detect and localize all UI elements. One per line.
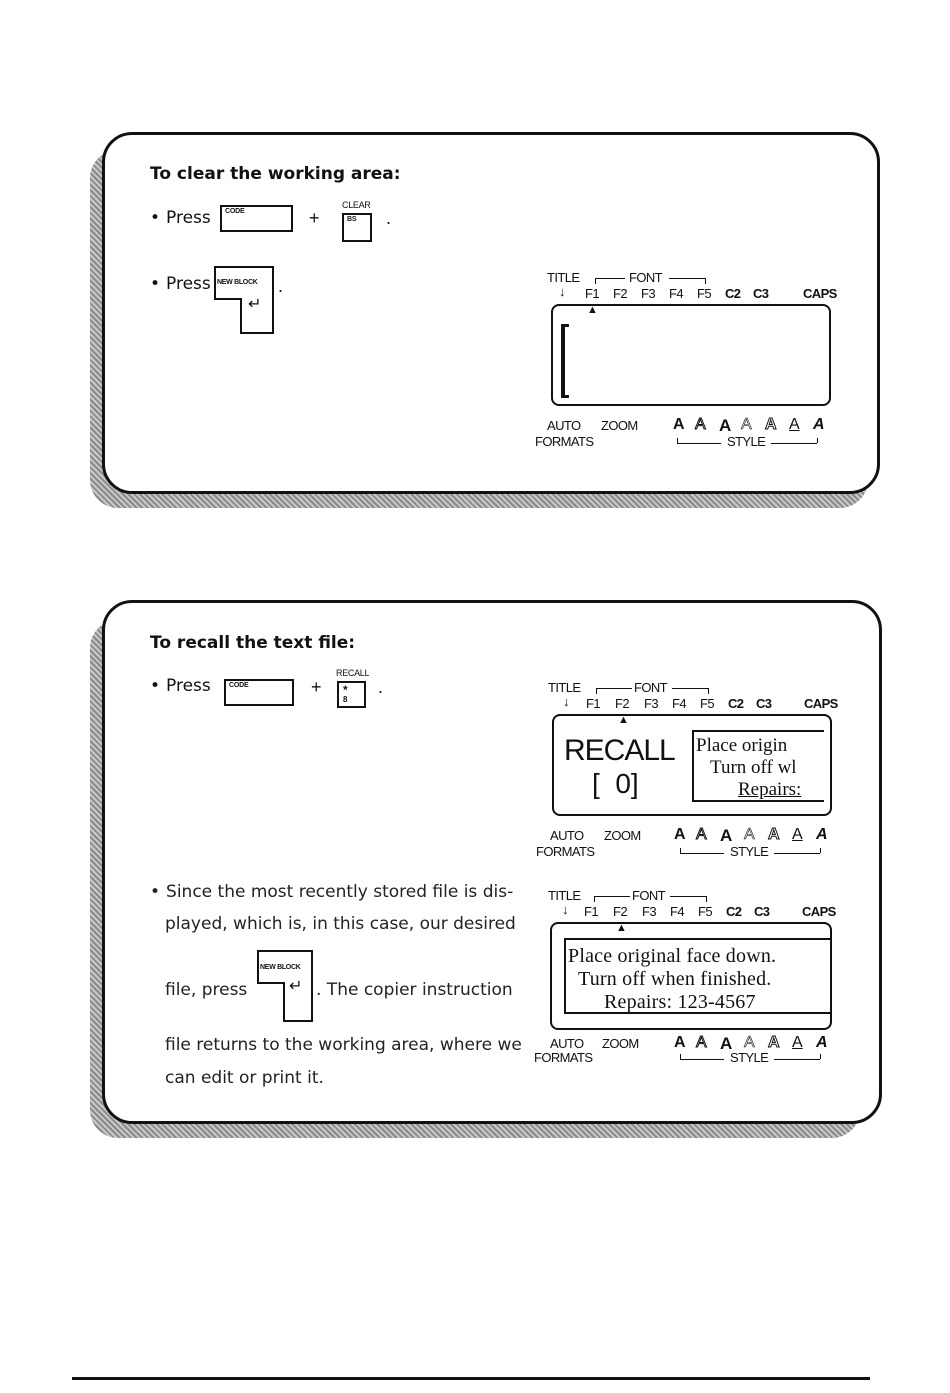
lcd-title-arrow-icon: ↓ <box>559 284 565 299</box>
period: . <box>278 276 284 296</box>
clear-label: CLEAR <box>342 200 371 210</box>
recall-preview-box: Place origin Turn off wl Repairs: <box>692 730 824 802</box>
paragraph-line: played, which is, in this case, our desi… <box>165 914 516 934</box>
new-block-enter-key[interactable]: NEW BLOCK ↵ <box>214 266 274 334</box>
plus-sign: + <box>309 208 320 228</box>
style-outline-icon: A <box>695 416 707 434</box>
recall-word: RECALL <box>564 734 676 767</box>
star-8-key[interactable]: * 8 <box>337 681 366 708</box>
style-normal-icon: A <box>674 1034 686 1051</box>
cursor-bracket <box>561 324 569 398</box>
style-shadow-icon: A <box>741 416 752 434</box>
style-bold-icon: A <box>719 416 732 435</box>
paragraph-line: . The copier instruction <box>316 980 513 1000</box>
period: . <box>378 677 384 697</box>
style-outline-icon: A <box>696 826 708 844</box>
plus-sign: + <box>311 677 322 697</box>
style-shadow-icon: A <box>744 826 755 844</box>
enter-arrow-icon: ↵ <box>289 978 303 995</box>
code-key[interactable]: CODE <box>220 205 293 232</box>
style-underline-icon: A <box>792 1034 803 1051</box>
lcd-display-full-text: TITLE ↓ FONT F1 F2 F3 F4 F5 C2 C3 CAPS ▲… <box>534 888 836 1065</box>
triangle-marker-icon: ▲ <box>587 304 598 316</box>
style-outline-bold-icon: A <box>768 826 781 844</box>
preview-line: Repairs: <box>738 779 802 800</box>
lcd-display-recall: TITLE ↓ FONT F1 F2 F3 F4 F5 C2 C3 CAPS ▲… <box>536 680 838 859</box>
style-outline-icon: A <box>696 1034 708 1052</box>
style-bold-icon: A <box>720 1034 733 1053</box>
enter-arrow-icon: ↵ <box>248 296 262 313</box>
style-shadow-icon: A <box>744 1034 755 1052</box>
style-normal-icon: A <box>674 826 686 843</box>
style-italic-icon: A <box>816 826 828 843</box>
style-italic-icon: A <box>813 416 825 433</box>
style-underline-icon: A <box>789 416 800 433</box>
step-press-label: •Press <box>150 676 211 696</box>
paragraph-line: file, press <box>165 980 248 1000</box>
recall-label: RECALL <box>336 668 370 678</box>
style-underline-icon: A <box>792 826 803 843</box>
period: . <box>386 208 392 228</box>
section-heading-clear: To clear the working area: <box>150 164 401 184</box>
lcd-title-arrow-icon: ↓ <box>562 902 568 917</box>
style-outline-bold-icon: A <box>765 416 778 434</box>
triangle-marker-icon: ▲ <box>616 922 627 934</box>
full-text-box: Place original face down. Turn off when … <box>564 938 830 1014</box>
panel-frame <box>102 132 880 494</box>
bs-key[interactable]: BS <box>342 213 372 242</box>
style-normal-icon: A <box>673 416 685 433</box>
section-heading-recall: To recall the text file: <box>150 633 356 653</box>
recall-number: [ 0] <box>592 768 639 799</box>
paragraph-line: can edit or print it. <box>165 1068 324 1088</box>
text-line: Place original face down. <box>568 945 777 967</box>
new-block-enter-key[interactable]: NEW BLOCK ↵ <box>257 950 313 1022</box>
panel-frame <box>102 600 882 1124</box>
step-press-label: •Press <box>150 274 211 294</box>
page-bottom-rule <box>72 1377 870 1380</box>
lcd-font-label: FONT <box>629 270 663 285</box>
style-italic-icon: A <box>816 1034 828 1051</box>
lcd-title-label: TITLE <box>547 270 580 285</box>
step-press-label: •Press <box>150 208 211 228</box>
triangle-marker-icon: ▲ <box>618 714 629 726</box>
text-line: Repairs: 123-4567 <box>604 991 756 1013</box>
code-key[interactable]: CODE <box>224 679 294 706</box>
paragraph-line: •Since the most recently stored file is … <box>150 882 514 902</box>
style-bold-icon: A <box>720 826 733 845</box>
text-line: Turn off when finished. <box>578 968 772 990</box>
preview-line: Place origin <box>696 735 788 756</box>
lcd-screen: ▲ RECALL [ 0] Place origin Turn off wl R… <box>552 714 832 816</box>
lcd-title-arrow-icon: ↓ <box>563 694 569 709</box>
paragraph-line: file returns to the working area, where … <box>165 1035 522 1055</box>
lcd-screen: ▲ <box>551 304 831 406</box>
preview-line: Turn off wl <box>710 757 797 778</box>
style-outline-bold-icon: A <box>768 1034 781 1052</box>
lcd-screen: ▲ Place original face down. Turn off whe… <box>550 922 832 1030</box>
lcd-display-empty: TITLE ↓ FONT F1 F2 F3 F4 F5 C2 C3 CAPS ▲… <box>535 270 837 449</box>
